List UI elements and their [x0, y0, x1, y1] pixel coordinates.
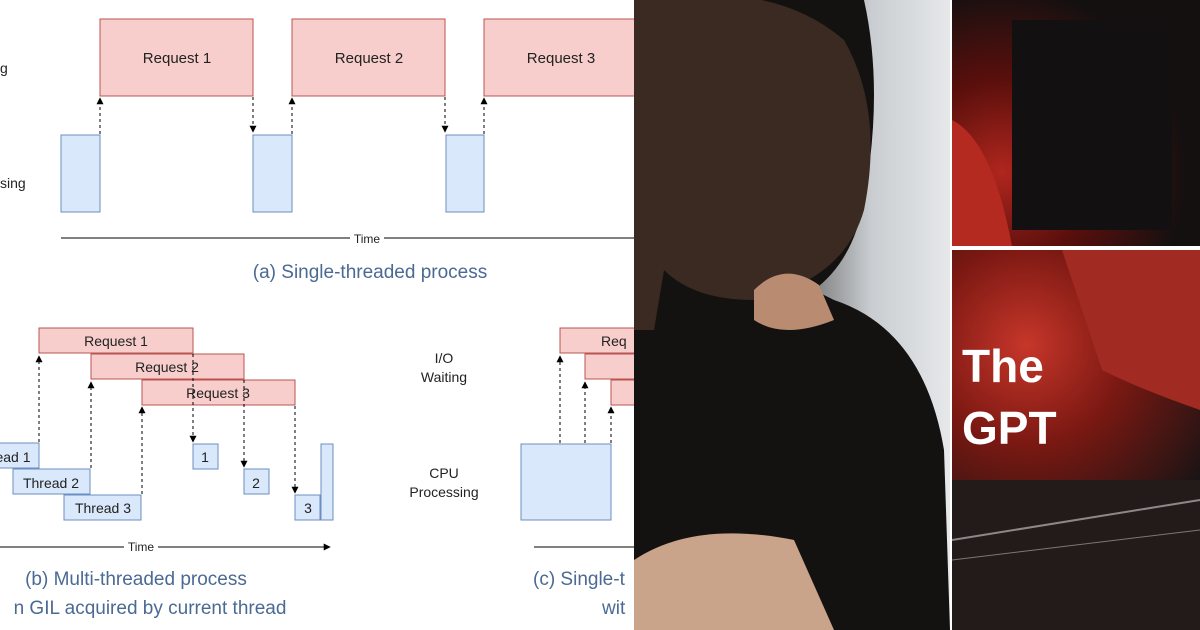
request-box-3 — [141, 379, 296, 406]
cpu-block-3 — [445, 134, 485, 213]
thread-label-2: Thread 2 — [23, 475, 79, 491]
photo-woman — [634, 0, 950, 630]
request-label-2: Request 2 — [335, 50, 403, 67]
request-label-3: Request 3 — [527, 50, 595, 67]
cpu-box-1 — [192, 443, 219, 470]
cpu-block-2 — [252, 134, 293, 213]
overlay-heading: The GPT — [962, 340, 1057, 454]
caption-b: (b) Multi-threaded process — [25, 569, 247, 590]
request-box-1 — [99, 18, 254, 97]
panel-c: I/O Waiting CPU Processing Req (c) Singl… — [409, 327, 634, 619]
cpu-box-3 — [294, 494, 321, 521]
io-label-line2: Waiting — [421, 369, 467, 385]
caption-c: (c) Single-t — [533, 569, 626, 590]
red-abstract-bottom — [952, 250, 1200, 630]
red-abstract-top — [952, 20, 1172, 246]
panel-b: Request 1 Request 2 Request 3 ead 1 Thre… — [0, 327, 334, 619]
request-box-3 — [483, 18, 634, 97]
cpu-label-line2: Processing — [409, 484, 478, 500]
photo-red-bottom — [952, 250, 1200, 630]
request-label-2: Request 2 — [135, 359, 199, 375]
cpu-block-tall — [320, 443, 334, 521]
request-box-1 — [559, 327, 634, 354]
request-box-2 — [291, 18, 446, 97]
cpu-label-1: 1 — [201, 449, 209, 465]
thread-box-2 — [12, 468, 91, 495]
request-label-1: Request 1 — [84, 333, 148, 349]
cpu-block-1 — [60, 134, 101, 213]
request-label-fragment: Req — [601, 333, 627, 349]
cpu-block — [520, 443, 612, 521]
row-label-io-fragment: g — [0, 60, 8, 76]
panel-a: g sing Request 1 Request 2 Request 3 Tim… — [0, 18, 634, 283]
photo-red-top — [952, 0, 1200, 246]
request-label-1: Request 1 — [143, 50, 211, 67]
thread-box-3 — [63, 494, 142, 521]
thread-label-3: Thread 3 — [75, 500, 131, 516]
request-label-3: Request 3 — [186, 385, 250, 401]
cpu-label-line1: CPU — [429, 465, 459, 481]
caption-b-line2: n GIL acquired by current thread — [14, 598, 287, 619]
concurrency-diagram: g sing Request 1 Request 2 Request 3 Tim… — [0, 18, 634, 619]
cpu-label-2: 2 — [252, 475, 260, 491]
cpu-box-2 — [243, 468, 270, 495]
thread-box-1 — [0, 442, 40, 469]
request-box-3 — [610, 379, 634, 406]
collage-divider-vertical — [950, 0, 952, 630]
caption-a: (a) Single-threaded process — [253, 262, 487, 283]
request-box-2 — [584, 353, 634, 380]
time-label: Time — [128, 540, 155, 554]
time-label: Time — [354, 232, 381, 246]
thread-label-1: ead 1 — [0, 449, 31, 465]
request-box-2 — [90, 353, 245, 380]
cpu-label-3: 3 — [304, 500, 312, 516]
io-label-line1: I/O — [435, 350, 454, 366]
request-box-1 — [38, 327, 194, 354]
collage-divider-horizontal — [952, 246, 1200, 250]
row-label-cpu-fragment: sing — [0, 175, 26, 191]
caption-c-line2: wit — [601, 598, 626, 619]
woman-silhouette — [634, 0, 950, 630]
